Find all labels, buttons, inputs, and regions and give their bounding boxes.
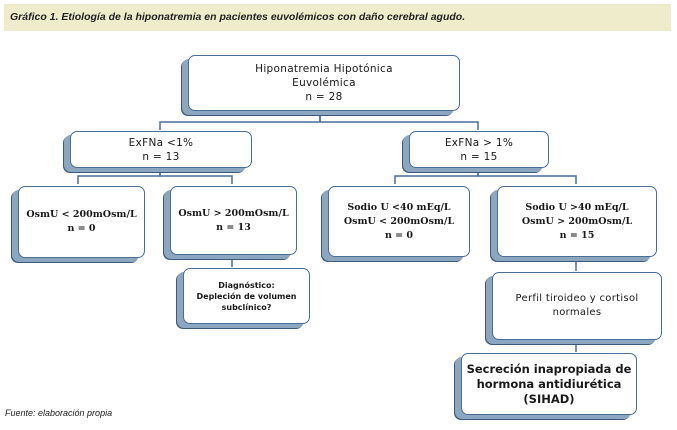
node-osmu-low-line1: OsmU < 200mOsm/L	[26, 209, 137, 220]
node-sodio-high-line2: OsmU > 200mOsm/L	[521, 215, 633, 227]
node-exfna-high-line2: n = 15	[460, 150, 498, 163]
node-sodio-low: Sodio U <40 mEq/L OsmU < 200mOsm/L n = 0	[328, 186, 470, 257]
node-root: Hiponatremia Hipotónica Euvolémica n = 2…	[188, 55, 460, 111]
node-siadh-line3: (SIHAD)	[523, 391, 575, 406]
edge-right-b	[477, 166, 577, 184]
figure-caption: Gráfico 1. Etiología de la hiponatremia …	[4, 4, 671, 31]
node-osmu-low-line2: n = 0	[67, 223, 96, 234]
node-sodio-high: Sodio U >40 mEq/L OsmU > 200mOsm/L n = 1…	[497, 186, 657, 257]
node-siadh-line1: Secreción inapropiada de	[466, 361, 632, 376]
node-thyroid-line1: Perfil tiroideo y cortisol	[515, 293, 639, 304]
node-sodio-low-line2: OsmU < 200mOsm/L	[343, 215, 455, 227]
node-siadh-line2: hormona antidiurética	[476, 376, 622, 391]
node-root-line2: Euvolémica	[292, 77, 356, 89]
node-thyroid: Perfil tiroideo y cortisol normales	[492, 272, 662, 340]
node-sodio-high-line3: n = 15	[559, 229, 595, 241]
node-osmu-low: OsmU < 200mOsm/L n = 0	[18, 186, 145, 258]
edge-root-right	[319, 108, 479, 130]
node-osmu-high-line1: OsmU > 200mOsm/L	[178, 207, 289, 219]
node-siadh: Secreción inapropiada de hormona antidiu…	[461, 353, 637, 415]
edge-right-a	[394, 166, 479, 184]
node-root-line1: Hiponatremia Hipotónica	[255, 63, 393, 75]
edge-left-a	[77, 166, 161, 184]
node-exfna-low: ExFNa <1% n = 13	[70, 131, 252, 168]
node-sodio-low-line3: n = 0	[384, 229, 414, 241]
node-diagnosis-line3: subclínico?	[221, 302, 272, 312]
node-root-line3: n = 28	[305, 91, 343, 103]
edge-left-b	[159, 166, 233, 184]
node-osmu-high: OsmU > 200mOsm/L n = 13	[170, 186, 297, 255]
node-thyroid-line2: normales	[552, 307, 602, 318]
node-exfna-low-line1: ExFNa <1%	[128, 136, 194, 149]
node-sodio-high-line1: Sodio U >40 mEq/L	[525, 201, 629, 213]
node-diagnosis-line1: Diagnóstico:	[218, 280, 275, 290]
node-diagnosis-line2: Depleción de volumen	[196, 291, 297, 301]
edge-root-left	[159, 108, 321, 130]
node-exfna-high-line1: ExFNa > 1%	[444, 136, 514, 149]
node-exfna-high: ExFNa > 1% n = 15	[409, 131, 549, 168]
node-osmu-high-line2: n = 13	[216, 221, 251, 233]
source-note: Fuente: elaboración propia	[5, 408, 113, 418]
node-diagnosis: Diagnóstico: Depleción de volumen subclí…	[183, 268, 310, 324]
node-exfna-low-line2: n = 13	[142, 150, 180, 163]
node-sodio-low-line1: Sodio U <40 mEq/L	[347, 201, 451, 213]
